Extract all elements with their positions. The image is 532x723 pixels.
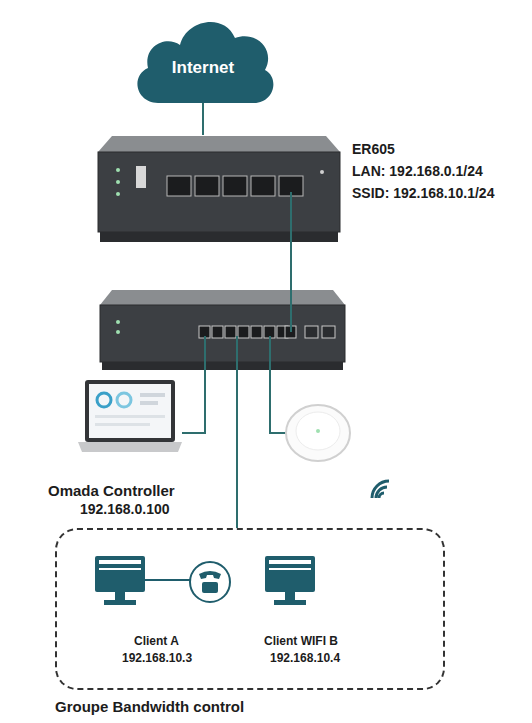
router-port <box>167 176 191 196</box>
computer-line <box>269 560 311 564</box>
group-title: Groupe Bandwidth control <box>55 698 244 715</box>
ip-address: SSID: 192.168.10.1/24 <box>352 185 494 201</box>
router-led <box>116 168 120 172</box>
switch-base <box>102 362 343 370</box>
chart-donut <box>97 393 111 407</box>
switch-led <box>116 330 120 334</box>
switch-top <box>100 290 345 305</box>
client-name: Client WIFI B <box>264 634 338 648</box>
cable <box>236 336 238 528</box>
cloud-node: Internet <box>128 8 278 103</box>
ip-address: 192.168.0.100 <box>80 501 170 517</box>
computer-stand <box>115 592 125 600</box>
router-port <box>195 176 219 196</box>
ip-address: LAN: 192.168.0.1/24 <box>352 163 483 179</box>
router-node: ER605LAN: 192.168.0.1/24SSID: 192.168.10… <box>98 135 340 245</box>
phone-body <box>202 582 218 593</box>
router-led <box>116 180 120 184</box>
cloud-label: Internet <box>128 58 278 78</box>
network-link <box>202 103 204 135</box>
ip-address: 192.168.10.3 <box>122 651 192 665</box>
client-node: Client WIFI B 192.168.10.4 <box>260 552 360 670</box>
laptop-base <box>78 442 182 452</box>
ip-address: 192.168.10.4 <box>270 651 340 665</box>
group-box: Groupe Bandwidth controlClient A192.168.… <box>55 528 445 690</box>
router-port <box>223 176 247 196</box>
computer-stand <box>285 592 295 600</box>
controller-node: Omada Controller192.168.0.100 <box>75 380 182 454</box>
switch-sfp <box>305 326 318 338</box>
client-name: Client A <box>134 634 179 648</box>
chart-donut <box>117 393 131 407</box>
chart-bar <box>140 393 165 397</box>
computer-monitor <box>265 556 315 592</box>
router-port <box>251 176 275 196</box>
cable <box>290 192 292 332</box>
client-node: Client A 192.168.10.3 <box>90 552 200 670</box>
phone-handset <box>199 571 221 579</box>
cable <box>270 336 287 433</box>
access-point-led <box>316 429 320 433</box>
chart-bar <box>95 415 165 418</box>
computer-line <box>99 568 141 570</box>
laptop-display <box>89 384 171 438</box>
ip-phone-circle <box>190 562 230 602</box>
router-front <box>98 152 340 232</box>
computer-base <box>104 600 136 605</box>
phone-cable <box>145 579 190 581</box>
laptop-screen <box>85 380 175 442</box>
switch-sfp <box>322 326 335 338</box>
switch-front <box>100 305 345 362</box>
switch-port <box>251 326 262 338</box>
access-point-top <box>296 412 340 450</box>
computer-base <box>274 600 306 605</box>
computer-line <box>269 568 311 570</box>
switch-port <box>225 326 236 338</box>
switch-port <box>238 326 249 338</box>
router-led <box>320 170 324 174</box>
cloud-shape <box>128 8 278 103</box>
access-point <box>286 405 350 461</box>
device-name: Omada Controller <box>48 482 175 499</box>
router-led <box>116 192 120 196</box>
wifi-arc <box>376 487 387 498</box>
device-name: ER605 <box>352 141 395 157</box>
computer-monitor <box>95 556 145 592</box>
switch-led <box>116 320 120 324</box>
router-usb <box>136 166 146 188</box>
cable <box>182 336 205 433</box>
wifi-arc <box>379 493 384 498</box>
router-base <box>100 232 338 242</box>
chart-bar <box>95 423 150 426</box>
wifi-arc <box>372 481 389 498</box>
chart-bar <box>140 401 158 405</box>
router-top <box>98 136 340 152</box>
computer-line <box>99 560 141 564</box>
switch-port <box>212 326 223 338</box>
